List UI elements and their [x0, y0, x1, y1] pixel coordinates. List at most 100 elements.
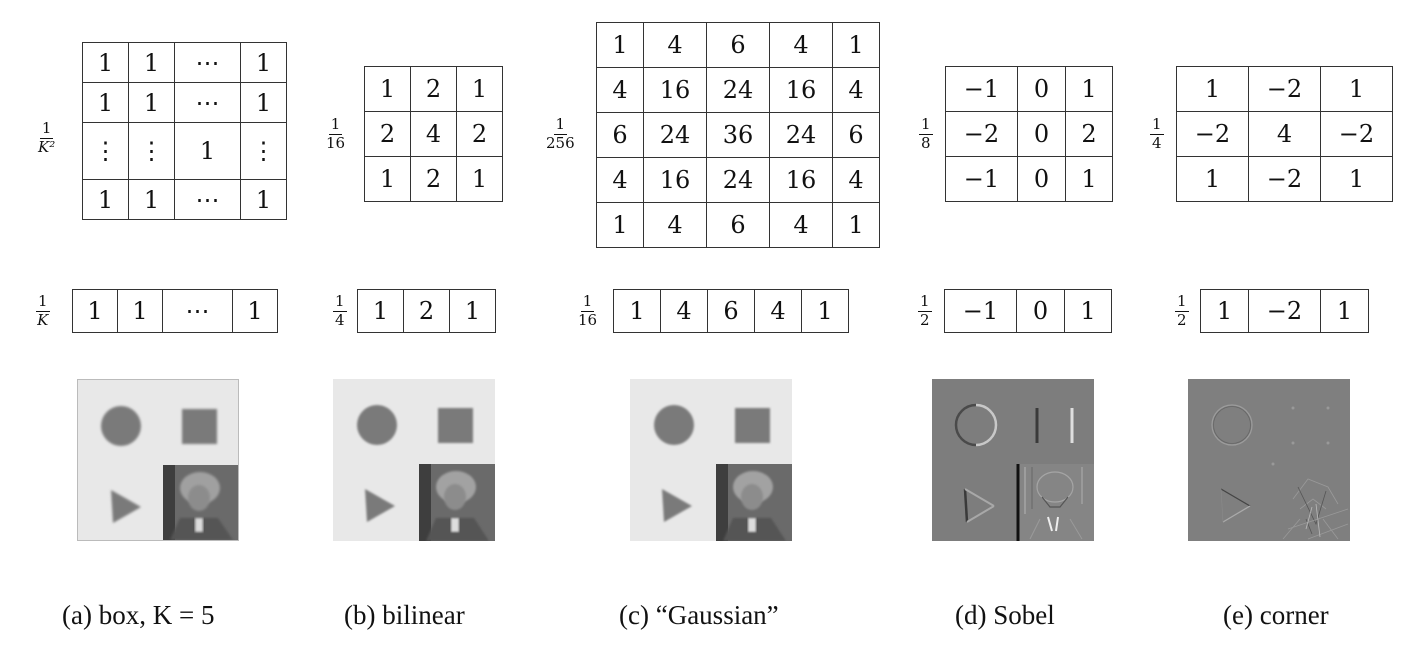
- kernel-cell: 1: [240, 82, 287, 123]
- kernel2d-scale-a: 1 K²: [38, 119, 55, 156]
- kernel-cell: 2: [410, 66, 457, 112]
- filtered-image-b: [333, 379, 495, 541]
- caption-text: (d) Sobel: [955, 600, 1055, 630]
- kernel-cell: 1: [1176, 156, 1249, 202]
- kernel-cell: 1: [1065, 156, 1113, 202]
- kernel-cell: 16: [769, 157, 833, 203]
- filtered-image-d: [932, 379, 1094, 541]
- square-shape: [438, 408, 473, 443]
- kernel-cell: 6: [832, 112, 880, 158]
- square-shape: [735, 408, 770, 443]
- filtered-image-c: [630, 379, 792, 541]
- scale-numerator: 1: [39, 119, 54, 139]
- kernel-cell: 1: [72, 289, 118, 333]
- kernel-cell: −1: [945, 156, 1018, 202]
- kernel-cell: 1: [174, 122, 241, 180]
- caption-b: (b) bilinear: [344, 600, 465, 631]
- kernel-cell: 2: [456, 111, 503, 157]
- kernel-cell: 1: [117, 289, 163, 333]
- kernel-cell: 6: [596, 112, 644, 158]
- filtered-image-e: [1188, 379, 1350, 541]
- kernel-cell: 4: [596, 67, 644, 113]
- kernel-cell: 1: [128, 42, 175, 83]
- kernel-cell: 4: [410, 111, 457, 157]
- kernel-cell: 1: [232, 289, 278, 333]
- caption-text: (a) box, K = 5: [62, 600, 215, 630]
- kernel-cell: ⋮: [240, 122, 287, 180]
- triangle-shape: [111, 490, 141, 523]
- square-shape: [182, 409, 217, 444]
- portrait-thumbnail: [419, 464, 495, 541]
- kernel-cell: 16: [643, 157, 707, 203]
- kernel-cell: 2: [403, 289, 450, 333]
- kernel-cell: 2: [410, 156, 457, 202]
- kernel-cell: −2: [1176, 111, 1249, 157]
- kernel-cell: 4: [832, 67, 880, 113]
- kernel-cell: 36: [706, 112, 770, 158]
- kernel-cell: 0: [1016, 289, 1065, 333]
- kernel-cell: 1: [832, 22, 880, 68]
- box-filtered-image: [78, 380, 238, 540]
- kernel-cell: 0: [1017, 66, 1066, 112]
- kernel-cell: ⋯: [174, 82, 241, 123]
- kernel1d-scale-e: 1 2: [1175, 293, 1189, 329]
- kernel-cell: 1: [1320, 289, 1369, 333]
- kernel-cell: 4: [643, 22, 707, 68]
- kernel1d-scale-a: 1 K: [36, 293, 50, 329]
- kernel-cell: 24: [769, 112, 833, 158]
- kernel-cell: 1: [801, 289, 849, 333]
- kernel-cell: 4: [596, 157, 644, 203]
- kernel-cell: 1: [832, 202, 880, 248]
- kernel-cell: 6: [706, 22, 770, 68]
- scale-denominator-text: K: [37, 310, 49, 329]
- kernel-cell: 16: [769, 67, 833, 113]
- sobel-edge-image: [932, 379, 1094, 541]
- scale-denominator: 256: [546, 133, 575, 152]
- kernel-cell: 6: [707, 289, 755, 333]
- triangle-edge: [963, 488, 995, 523]
- circle-shape: [357, 405, 397, 445]
- kernel-cell: 1: [1176, 66, 1249, 112]
- circle-shape: [654, 405, 694, 445]
- kernel-cell: ⋯: [174, 179, 241, 220]
- kernel-cell: 1: [456, 66, 503, 112]
- kernel-cell: 0: [1017, 156, 1066, 202]
- kernel-cell: −2: [945, 111, 1018, 157]
- kernel-cell: 24: [643, 112, 707, 158]
- kernel-cell: −2: [1248, 156, 1321, 202]
- kernel-cell: 4: [769, 22, 833, 68]
- kernel-cell: 1: [357, 289, 404, 333]
- scale-denominator: 4: [1152, 133, 1162, 152]
- kernel-cell: 4: [769, 202, 833, 248]
- kernel-cell: 1: [1320, 66, 1393, 112]
- square-corner-dots: [1271, 406, 1330, 466]
- caption-text: (b) bilinear: [344, 600, 465, 630]
- caption-d: (d) Sobel: [955, 600, 1055, 631]
- kernel-cell: 1: [596, 202, 644, 248]
- kernel-cell: −2: [1320, 111, 1393, 157]
- scale-denominator: 4: [335, 310, 345, 329]
- kernel-cell: 1: [449, 289, 496, 333]
- scale-denominator: K: [37, 312, 48, 329]
